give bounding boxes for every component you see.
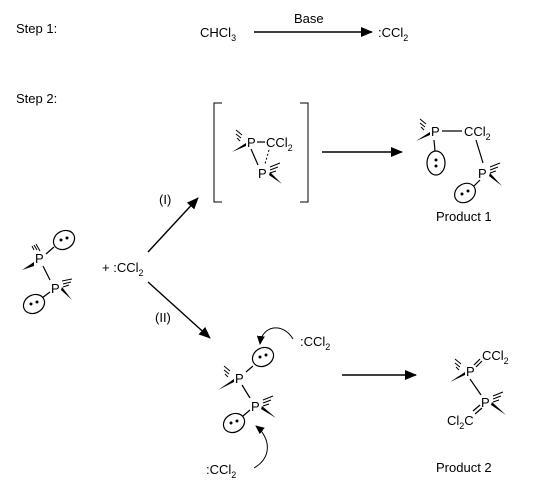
- ccl2-attacking-lower: :CCl2: [206, 462, 236, 480]
- product-1-structure: P CCl2 P: [416, 118, 502, 204]
- route-ii-label: (II): [155, 310, 171, 325]
- plus-ccl2-reagent: + :CCl2: [102, 260, 144, 278]
- wedge-bond: [261, 406, 276, 418]
- p-atom: P: [258, 166, 267, 181]
- ccl2-attacking-upper: :CCl2: [300, 334, 330, 352]
- hash-bond: [269, 166, 279, 171]
- hash-bond: [262, 399, 272, 404]
- hash-bond: [489, 166, 499, 171]
- p-atom-upper: P: [35, 251, 44, 266]
- lone-pair-orbital: [426, 150, 446, 176]
- diphosphine-reactant: P P: [22, 229, 76, 315]
- hash-bond: [454, 362, 461, 368]
- lone-pair-orbital: [251, 346, 275, 368]
- route-i-arrow: [147, 197, 199, 253]
- hash-bond: [492, 395, 502, 400]
- product-2-structure: P CCl2 P Cl2C: [447, 348, 509, 431]
- bracket-right: [300, 102, 309, 203]
- product-2-label: Product 2: [436, 460, 492, 475]
- cyclic-intermediate: P CCl2 P: [213, 102, 309, 203]
- ccl2-group: CCl2: [266, 135, 293, 153]
- base-label: Base: [294, 11, 324, 26]
- wedge-bond: [450, 372, 465, 382]
- lone-pair-orbital: [22, 293, 46, 315]
- step1-label: Step 1:: [16, 21, 57, 36]
- wedge-bond: [489, 173, 502, 186]
- step2-label: Step 2:: [16, 91, 57, 106]
- p-atom: P: [251, 399, 260, 414]
- p-atom: P: [466, 364, 475, 379]
- lone-pair-bond: [473, 179, 481, 187]
- p-p-bond: [42, 265, 51, 281]
- wedge-bond: [416, 132, 430, 141]
- p-p-bond: [241, 384, 251, 399]
- cl2c-group: Cl2C: [447, 413, 474, 431]
- p-atom: P: [235, 371, 244, 386]
- mechanism-structure: P P: [218, 346, 276, 434]
- wedge-bond: [232, 143, 246, 152]
- ccl2-group: CCl2: [482, 348, 509, 366]
- wedge-bond: [491, 402, 506, 415]
- ccl2-group: CCl2: [464, 124, 491, 142]
- p-atom: P: [247, 135, 256, 150]
- dashed-bond: [264, 149, 270, 165]
- lone-pair-bond: [45, 246, 55, 255]
- route-ii-arrow: [147, 281, 211, 339]
- p-atom: P: [431, 124, 440, 139]
- dichlorocarbene-product: :CCl2: [378, 25, 408, 43]
- wedge-bond: [269, 172, 282, 184]
- lone-pair-orbital: [222, 412, 246, 434]
- lone-pair-orbital: [52, 229, 76, 251]
- hash-bond: [235, 133, 242, 139]
- wedge-bond: [61, 287, 72, 300]
- lone-pair-bond: [433, 139, 436, 152]
- bracket-left: [213, 102, 222, 203]
- route-i-label: (I): [159, 192, 171, 207]
- curved-arrow-lower: [253, 425, 268, 469]
- p-atom: P: [478, 166, 487, 181]
- curved-arrow-upper: [256, 327, 294, 345]
- product-1-label: Product 1: [436, 209, 492, 224]
- wedge-bond: [22, 262, 34, 270]
- p-atom: P: [481, 395, 490, 410]
- hash-bond: [223, 369, 230, 375]
- lone-pair-orbital: [454, 182, 476, 204]
- chcl3-formula: CHCl3: [200, 25, 236, 43]
- wedge-bond: [218, 379, 234, 390]
- hash-bond: [35, 243, 41, 252]
- hash-bond: [419, 122, 426, 128]
- p-atom-lower: P: [51, 281, 60, 296]
- hash-bond: [62, 281, 72, 285]
